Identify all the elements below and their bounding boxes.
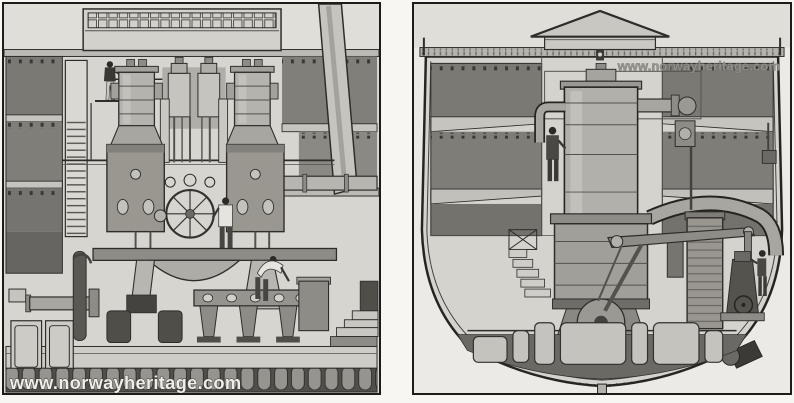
propeller-shaft [8, 250, 100, 342]
keel [597, 383, 607, 393]
double-bottom-cells [456, 322, 748, 380]
aux-tank-and-steps [296, 276, 379, 349]
right-panel-hull-cross-section: www.norwayheritage.com [412, 2, 792, 395]
bottom-frames-row [5, 367, 378, 393]
port-cylinder [106, 59, 165, 233]
watermark-right: www.norwayheritage.com [617, 58, 781, 73]
feed-pump-and-worker [720, 250, 767, 322]
coal-bunker-port [430, 62, 543, 237]
left-bulkhead [5, 55, 63, 274]
rocking-lever [597, 226, 756, 312]
engine-room-ladder [64, 59, 88, 238]
engineer-at-controls [211, 197, 233, 257]
watermark-left: www.norwayheritage.com [9, 372, 242, 393]
skylight [82, 8, 282, 52]
left-panel-engine-side-view: www.norwayheritage.com [2, 2, 381, 395]
starboard-cylinder [225, 59, 285, 233]
gauges-and-handwheel [153, 173, 216, 239]
worker-bending [255, 256, 290, 301]
hanging-lamp [596, 49, 604, 61]
main-steam-pipe [646, 195, 785, 256]
water-tanks [10, 320, 74, 373]
main-engine-cylinder [534, 62, 697, 348]
engineer-beside-engine [546, 126, 567, 182]
shaft-bulkhead-disc [72, 250, 87, 342]
stokehold-stairs [508, 229, 551, 298]
valve-chests [159, 57, 229, 163]
skylight-roof [530, 9, 670, 38]
right-panel-drawing: www.norwayheritage.com [414, 4, 790, 393]
left-panel-drawing: www.norwayheritage.com [4, 4, 379, 393]
